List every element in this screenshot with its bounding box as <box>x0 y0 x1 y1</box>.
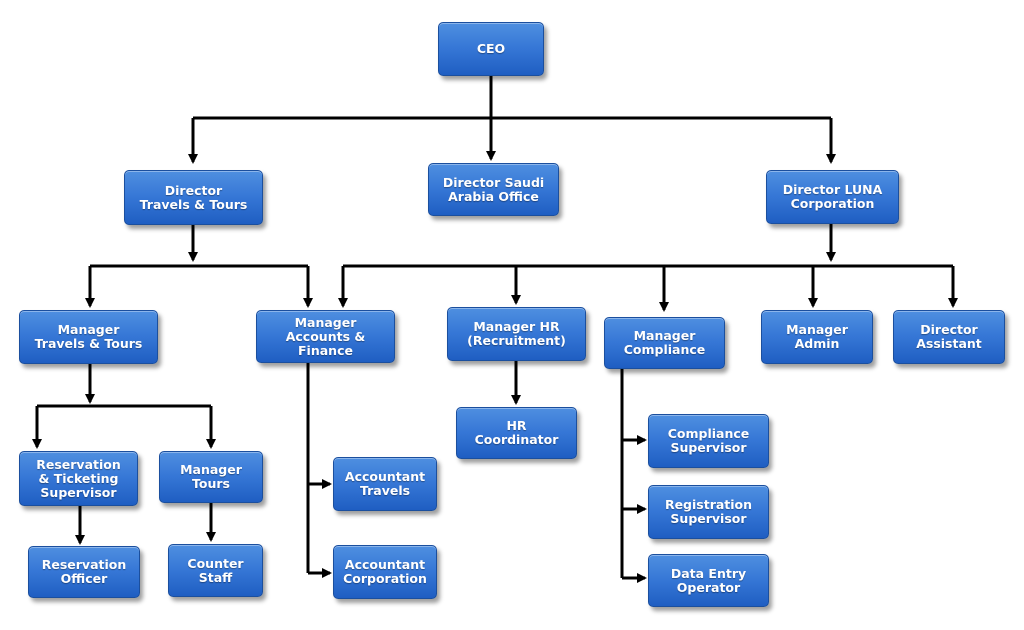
node-manager-travels-tours: Manager Travels & Tours <box>19 310 158 364</box>
node-director-luna-corporation: Director LUNA Corporation <box>766 170 899 224</box>
node-manager-accounts-finance: Manager Accounts & Finance <box>256 310 395 363</box>
node-director-travels-tours: Director Travels & Tours <box>124 170 263 225</box>
node-manager-hr-recruitment: Manager HR (Recruitment) <box>447 307 586 361</box>
node-compliance-supervisor: Compliance Supervisor <box>648 414 769 468</box>
node-manager-admin: Manager Admin <box>761 310 873 364</box>
node-manager-compliance: Manager Compliance <box>604 317 725 369</box>
node-manager-tours: Manager Tours <box>159 451 263 503</box>
node-director-assistant: Director Assistant <box>893 310 1005 364</box>
node-registration-supervisor: Registration Supervisor <box>648 485 769 539</box>
node-reservation-ticketing-supervisor: Reservation & Ticketing Supervisor <box>19 451 138 506</box>
node-reservation-officer: Reservation Officer <box>28 546 140 598</box>
node-counter-staff: Counter Staff <box>168 544 263 597</box>
node-accountant-corporation: Accountant Corporation <box>333 545 437 599</box>
node-accountant-travels: Accountant Travels <box>333 457 437 511</box>
node-hr-coordinator: HR Coordinator <box>456 407 577 459</box>
node-data-entry-operator: Data Entry Operator <box>648 554 769 607</box>
node-ceo: CEO <box>438 22 544 76</box>
node-director-saudi-arabia-office: Director Saudi Arabia Office <box>428 163 559 216</box>
